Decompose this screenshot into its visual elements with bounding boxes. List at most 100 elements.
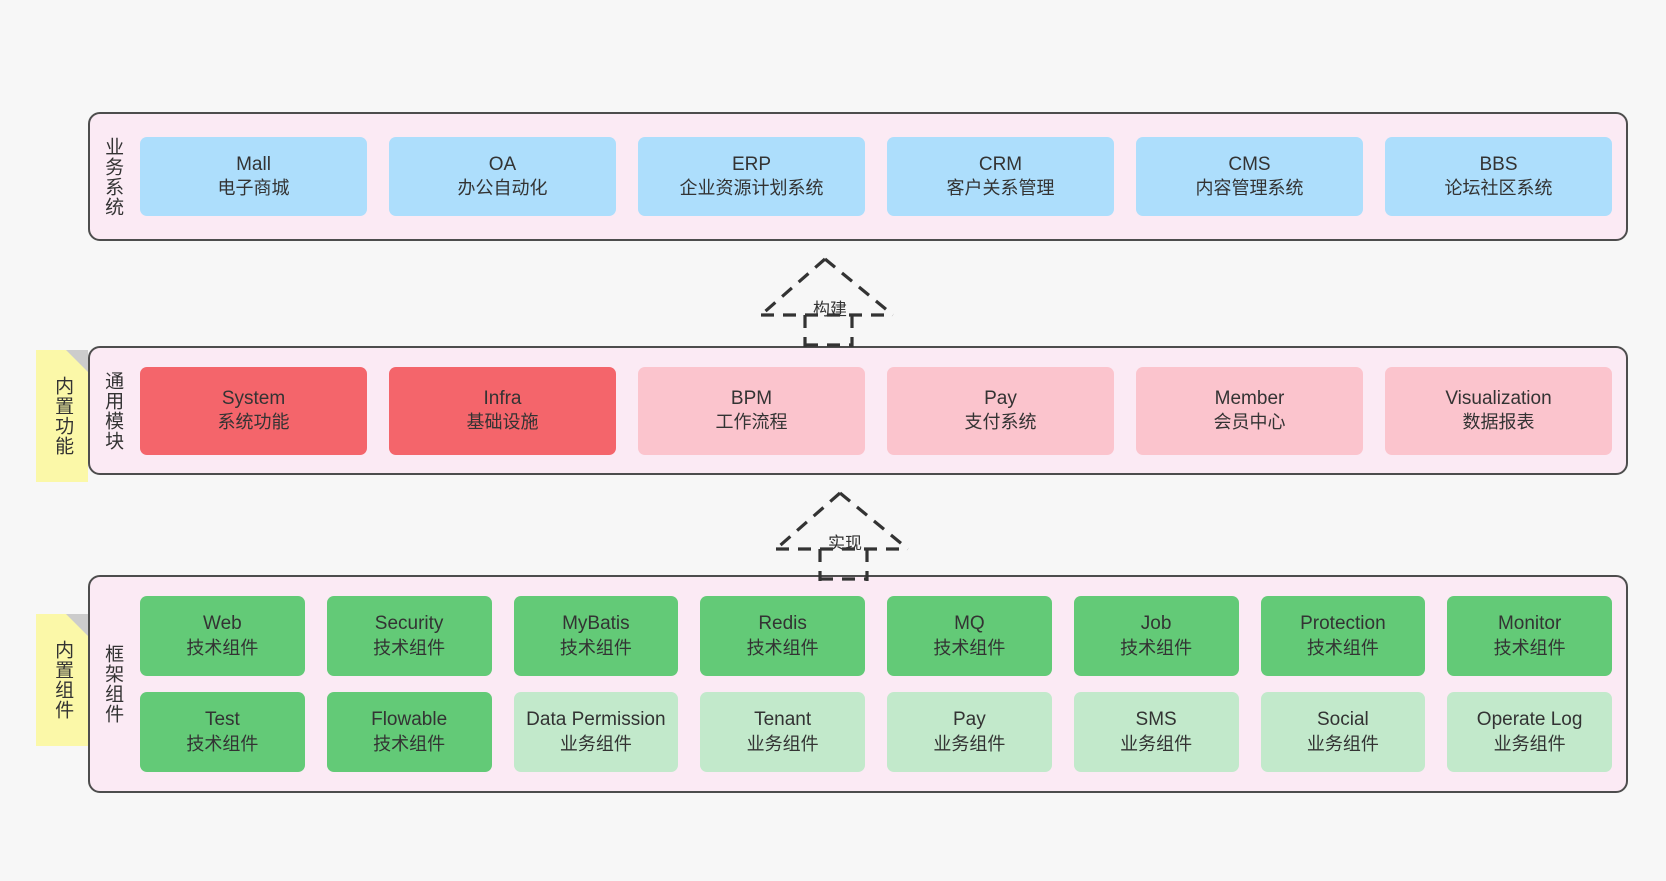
layer-body-common-modules: System 系统功能 Infra 基础设施 BPM 工作流程 Pay 支付系统 Member 会… (134, 348, 1626, 473)
component-subtitle: 业务组件 (559, 733, 632, 754)
note-builtin-features: 内置功能 (36, 350, 88, 482)
component-box[interactable]: Pay 支付系统 (887, 366, 1114, 455)
component-box[interactable]: Visualization 数据报表 (1385, 366, 1612, 455)
component-title: Job (1140, 613, 1172, 635)
component-subtitle: 技术组件 (1120, 637, 1193, 658)
component-title: Mall (236, 153, 271, 175)
component-box[interactable]: CRM 客户关系管理 (887, 137, 1114, 216)
component-subtitle: 业务组件 (1306, 733, 1379, 754)
component-subtitle: 技术组件 (373, 637, 446, 658)
component-title: ERP (731, 153, 772, 175)
component-subtitle: 技术组件 (1493, 637, 1566, 658)
component-title: BPM (730, 387, 773, 409)
component-box[interactable]: Infra 基础设施 (389, 366, 616, 455)
component-subtitle: 业务组件 (933, 733, 1006, 754)
component-box[interactable]: BBS 论坛社区系统 (1385, 137, 1612, 216)
component-subtitle: 技术组件 (933, 637, 1006, 658)
component-title: Flowable (371, 709, 448, 731)
layer-title-business-systems: 业务系统 (102, 136, 124, 217)
component-box[interactable]: Member 会员中心 (1136, 366, 1363, 455)
component-box[interactable]: Mall 电子商城 (140, 137, 367, 216)
note-builtin-components: 内置组件 (36, 614, 88, 746)
component-title: Infra (483, 387, 522, 409)
component-title: Visualization (1445, 387, 1552, 409)
component-subtitle: 技术组件 (373, 733, 446, 754)
component-subtitle: 技术组件 (186, 637, 259, 658)
component-title: Social (1317, 709, 1369, 731)
layer-title-framework-components: 框架组件 (102, 644, 124, 724)
component-subtitle: 系统功能 (217, 412, 290, 433)
component-subtitle: 技术组件 (186, 733, 259, 754)
component-box[interactable]: CMS 内容管理系统 (1136, 137, 1363, 216)
component-title: System (221, 387, 286, 409)
component-title: OA (488, 153, 517, 175)
component-title: Tenant (754, 709, 812, 731)
component-title: Test (204, 709, 240, 731)
component-title: Web (203, 613, 242, 635)
component-subtitle: 支付系统 (964, 412, 1037, 433)
component-box[interactable]: BPM 工作流程 (638, 366, 865, 455)
layer-business-systems: 业务系统 Mall 电子商城 OA 办公自动化 ERP 企业资源计划系统 CRM 客户关系管理… (88, 112, 1628, 241)
component-subtitle: 内容管理系统 (1195, 178, 1304, 199)
connector-arrow-build (759, 257, 895, 347)
component-subtitle: 技术组件 (1306, 637, 1379, 658)
component-subtitle: 电子商城 (217, 178, 290, 199)
component-subtitle: 数据报表 (1462, 412, 1535, 433)
component-title: Monitor (1497, 613, 1562, 635)
component-subtitle: 技术组件 (559, 637, 632, 658)
component-subtitle: 办公自动化 (457, 178, 548, 199)
node-row: System 系统功能 Infra 基础设施 BPM 工作流程 Pay 支付系统 Member 会… (140, 366, 1612, 455)
component-title: Pay (953, 709, 986, 731)
component-title: Redis (758, 613, 807, 635)
component-subtitle: 工作流程 (715, 412, 788, 433)
component-box[interactable]: OA 办公自动化 (389, 137, 616, 216)
layer-body-business-systems: Mall 电子商城 OA 办公自动化 ERP 企业资源计划系统 CRM 客户关系管理 CMS 内容… (134, 114, 1626, 239)
component-subtitle: 基础设施 (466, 412, 539, 433)
component-title: Security (374, 613, 444, 635)
component-title: Pay (984, 387, 1017, 409)
component-title: SMS (1135, 709, 1177, 731)
layer-title-common-modules: 通用模块 (102, 370, 124, 451)
component-box[interactable]: System 系统功能 (140, 366, 367, 455)
component-subtitle: 业务组件 (746, 733, 819, 754)
component-subtitle: 论坛社区系统 (1444, 178, 1553, 199)
component-title: Operate Log (1476, 709, 1583, 731)
component-title: Member (1214, 387, 1285, 409)
component-subtitle: 业务组件 (1120, 733, 1193, 754)
component-subtitle: 企业资源计划系统 (679, 178, 824, 199)
component-title: MQ (954, 613, 985, 635)
component-title: MyBatis (562, 613, 630, 635)
component-title: Data Permission (526, 709, 666, 731)
component-subtitle: 技术组件 (746, 637, 819, 658)
component-subtitle: 会员中心 (1213, 412, 1286, 433)
component-title: CMS (1228, 153, 1271, 175)
component-title: Protection (1300, 613, 1386, 635)
component-title: CRM (978, 153, 1023, 175)
component-title: BBS (1479, 153, 1518, 175)
node-row: Mall 电子商城 OA 办公自动化 ERP 企业资源计划系统 CRM 客户关系管理 CMS 内容… (140, 137, 1612, 216)
component-box[interactable]: ERP 企业资源计划系统 (638, 137, 865, 216)
component-subtitle: 业务组件 (1493, 733, 1566, 754)
layer-common-modules: 通用模块 System 系统功能 Infra 基础设施 BPM 工作流程 Pay 支付系统 Me… (88, 346, 1628, 475)
component-subtitle: 客户关系管理 (946, 178, 1055, 199)
